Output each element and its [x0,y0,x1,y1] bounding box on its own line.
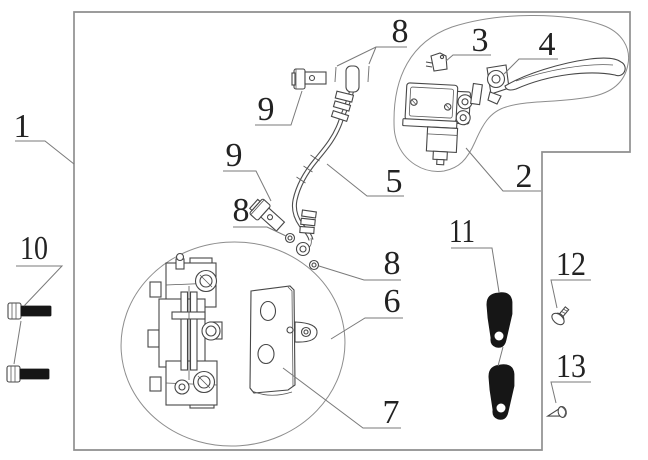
callout-labels: 1 2 3 4 5 6 7 8 8 8 9 9 10 11 12 13 [14,13,587,431]
sealing-washer [308,259,320,271]
callout-13: 13 [556,348,586,385]
socket-bolt [6,365,50,383]
socket-bolt [7,302,52,320]
callout-12: 12 [556,246,586,283]
brake-caliper [147,252,223,409]
callout-7: 7 [383,394,400,431]
callout-8-right: 8 [384,245,401,282]
callout-11: 11 [449,213,475,250]
callout-6: 6 [384,283,401,320]
hose-p-clamp [486,292,513,348]
hose-clip [248,198,286,232]
callout-8-top: 8 [392,13,409,50]
callout-9-mid: 9 [226,137,243,174]
caliper-bracket [249,285,318,396]
callout-9-top: 9 [258,91,275,128]
brake-hose [291,65,360,257]
callout-2: 2 [516,158,533,195]
callout-10: 10 [20,230,48,267]
caliper-detail-bubble [120,241,346,447]
callout-3: 3 [472,22,489,59]
callout-1: 1 [14,108,31,145]
sealing-washer [284,232,296,244]
brake-lever [470,57,626,106]
master-cylinder-detail-bubble [393,15,630,172]
master-cylinder [402,82,473,166]
callout-leader-lines [13,46,591,429]
flange-bolt [551,306,570,326]
pan-head-screw [545,405,567,418]
brake-switch [425,52,448,72]
hose-clip [291,68,327,90]
hose-p-clamp [488,364,515,420]
callout-5: 5 [386,163,403,200]
callout-4: 4 [539,26,556,63]
callout-8-left: 8 [233,192,250,229]
drawing-frame-border [73,11,631,451]
